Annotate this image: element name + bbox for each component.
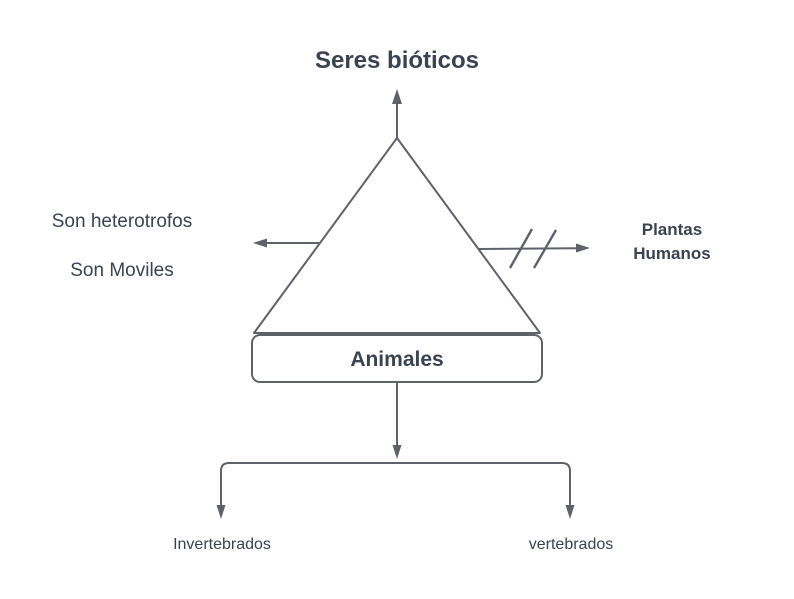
branch-arrow-left-head-icon: [216, 505, 226, 519]
arrow-right-head-icon: [576, 243, 590, 253]
branch-connector-path: [220, 462, 571, 505]
arrow-left-head-icon: [253, 238, 267, 248]
animales-label: Animales: [350, 348, 443, 371]
arrow-right-line: [478, 247, 578, 250]
arrow-left: [253, 238, 319, 248]
cross-slash-2-icon: [532, 229, 558, 269]
arrow-up-head-icon: [392, 89, 402, 104]
left-note-moviles: Son Moviles: [70, 260, 174, 281]
arrow-down-head-icon: [392, 445, 402, 459]
cross-slash-1-icon: [508, 228, 534, 269]
arrow-up: [392, 89, 402, 138]
child-label-invertebrados: Invertebrados: [173, 536, 271, 553]
arrow-down: [392, 382, 402, 459]
left-note-heterotrofos: Son heterotrofos: [52, 211, 192, 232]
branch-arrow-right-head-icon: [565, 505, 575, 519]
right-note-humanos: Humanos: [633, 244, 710, 263]
branch-connector: [216, 462, 575, 519]
arrow-right-crossed: [478, 228, 590, 269]
child-label-vertebrados: vertebrados: [529, 536, 614, 553]
diagram-title: Seres bióticos: [315, 47, 479, 74]
right-note-plantas: Plantas: [642, 220, 702, 239]
triangle-shape: [253, 137, 541, 334]
